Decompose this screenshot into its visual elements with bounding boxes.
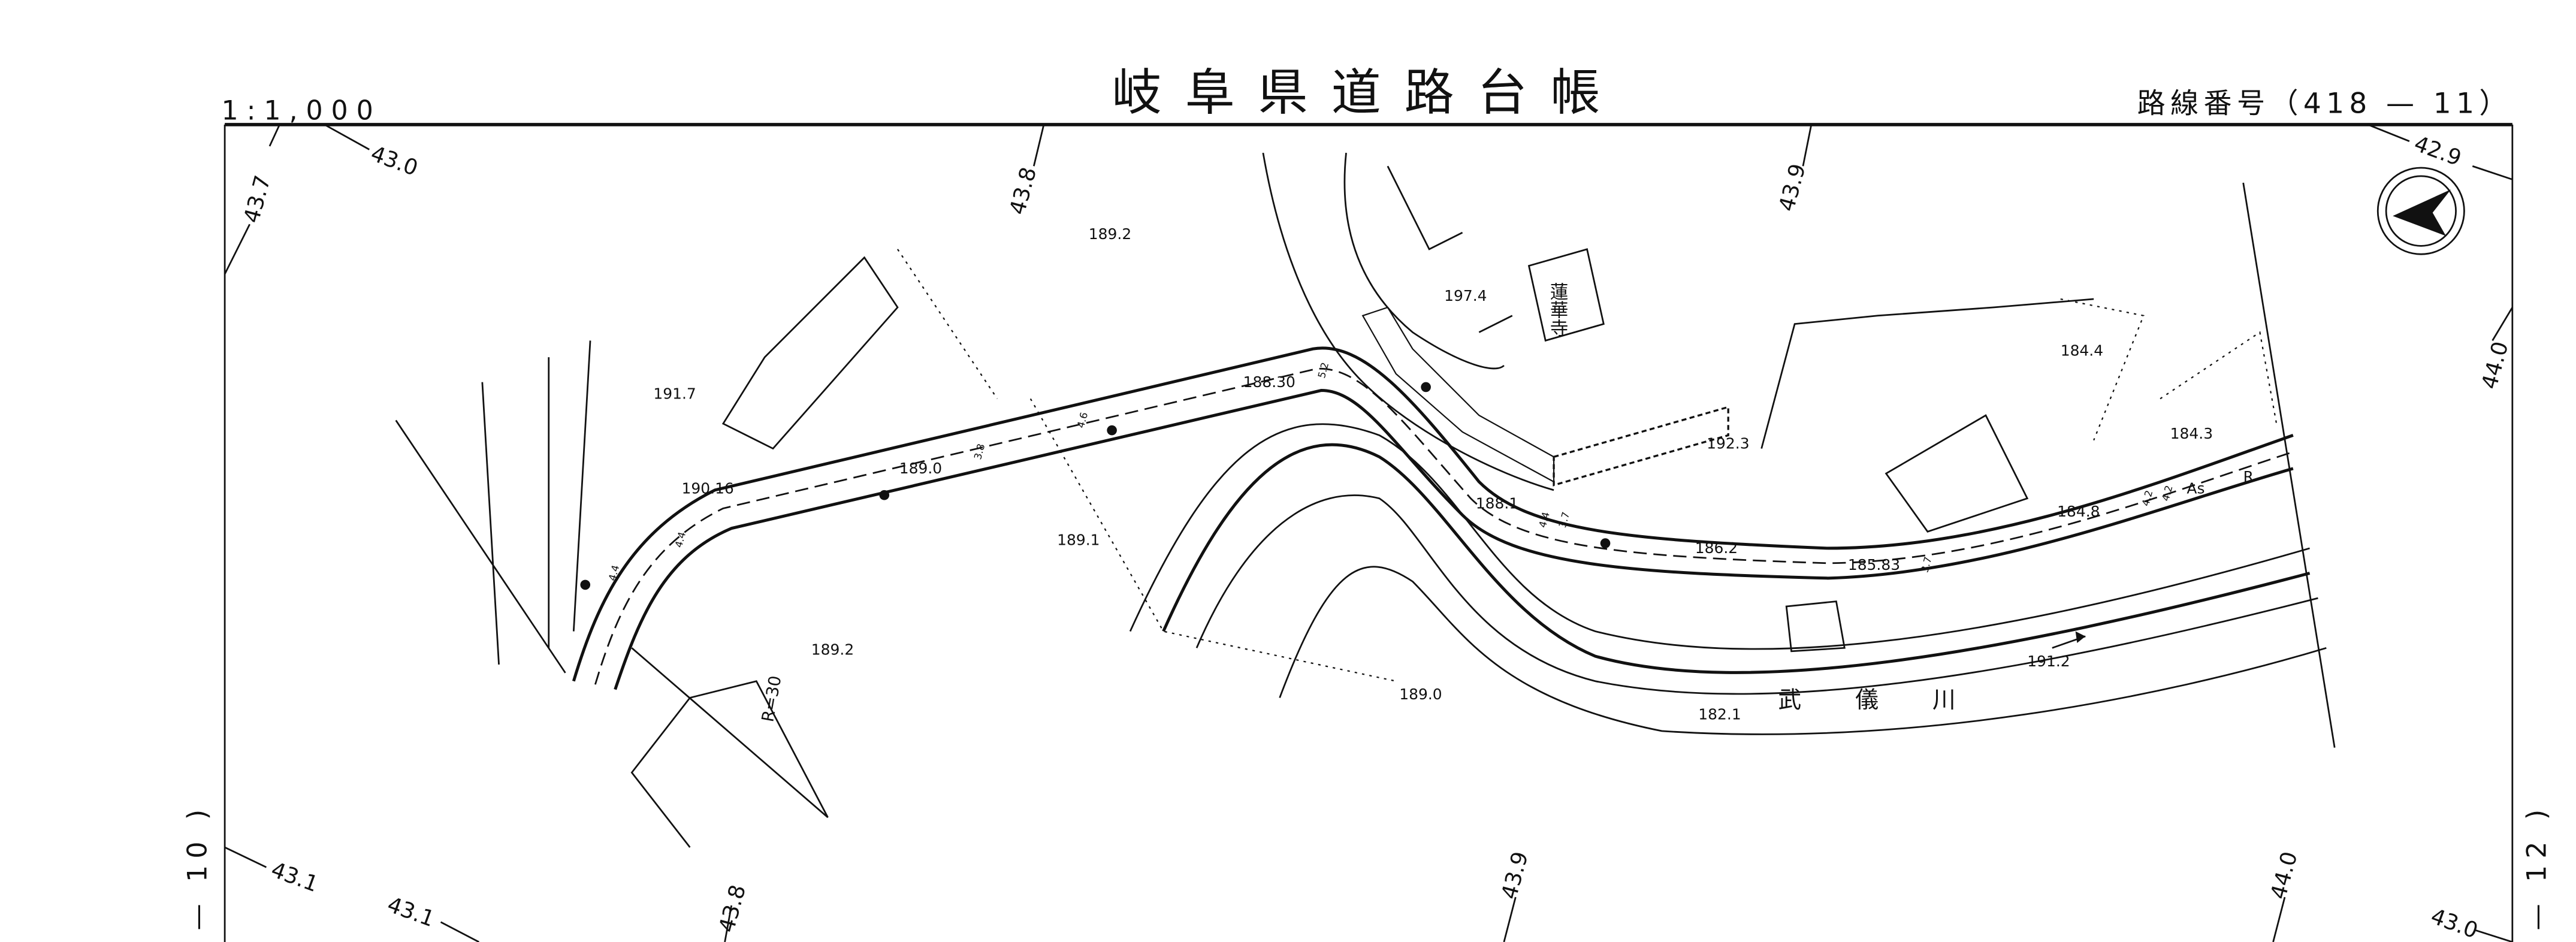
station-label: 44.0 [2266,849,2302,902]
elevation-points: 189.2 197.4 191.7 188.30 189.0 190.16 18… [653,225,2213,723]
width-label: 4.2 [2160,484,2175,502]
elevation-label: 184.3 [2170,425,2213,442]
elevation-label: 184.8 [2057,503,2100,520]
station-label: 43.7 [240,173,276,226]
sheet-link-right: — 12 ) [2521,803,2552,931]
width-label: 3.7 [1919,555,1934,573]
north-arrow-icon [2376,167,2465,255]
side-road [1262,152,1729,491]
width-label: 5.2 [1316,361,1331,379]
contours [395,165,2336,848]
width-label: 3.8 [972,443,987,461]
elevation-label: 189.2 [811,641,854,658]
elevation-label: 189.2 [1089,225,1131,243]
road-mark-label: R [2243,468,2254,485]
station-label: 43.0 [2427,904,2481,942]
station-lines [224,123,2514,942]
elevation-label: 186.2 [1695,539,1738,557]
station-label: 42.9 [2411,131,2464,171]
width-label: 4.4 [1537,511,1552,529]
river-label: 武 儀 川 [1778,687,1979,714]
station-label: 43.9 [1774,161,1810,214]
route-number: 路線番号（418 — 11） [2137,87,2512,120]
elevation-label: 188.30 [1243,373,1295,391]
elevation-label: 189.0 [1399,686,1442,703]
elevation-label: 192.3 [1707,435,1749,452]
elevation-label: 191.2 [2027,653,2070,670]
station-label: 43.0 [367,141,421,181]
elevation-label: 189.0 [899,460,942,477]
map-title: 岐阜県道路台帳 [1112,64,1624,122]
width-label: 4.4 [606,564,621,582]
prefectural-road [572,346,2294,690]
station-label: 43.1 [384,892,437,932]
elevation-label: 182.1 [1698,705,1741,723]
width-label: 4.4 [673,530,688,548]
pavement-label: As [2187,479,2204,497]
elevation-label: 185.83 [1848,556,1900,573]
station-label: 43.9 [1497,849,1533,902]
station-labels: 43.7 43.0 43.8 43.9 42.9 44.0 43.1 43.1 … [240,131,2514,942]
elevation-label: 190.16 [682,479,734,497]
station-label: 43.1 [268,858,321,897]
elevation-label: 189.1 [1057,531,1100,548]
elevation-label: 197.4 [1444,287,1487,304]
temple-label: 蓮華寺 [1547,282,1568,337]
station-label: 43.8 [715,882,751,935]
scale-label: 1:1,000 [222,96,382,126]
elevation-label: 184.4 [2061,342,2103,359]
width-label: 4.6 [1075,411,1090,429]
sheet-link-left: — 10 ) [183,803,213,931]
width-label: 4.2 [2140,489,2155,507]
elevation-label: 191.7 [653,385,696,402]
road-width-labels: 4.4 4.4 3.8 4.6 5.2 4.4 3.7 3.7 4.2 4.2 [606,361,2175,582]
station-label: 44.0 [2477,339,2513,392]
station-label: 43.8 [1005,165,1041,218]
elevation-label: 188.1 [1476,494,1518,512]
map-frame [224,123,2514,942]
curve-radius-label: R=30 [757,674,785,723]
